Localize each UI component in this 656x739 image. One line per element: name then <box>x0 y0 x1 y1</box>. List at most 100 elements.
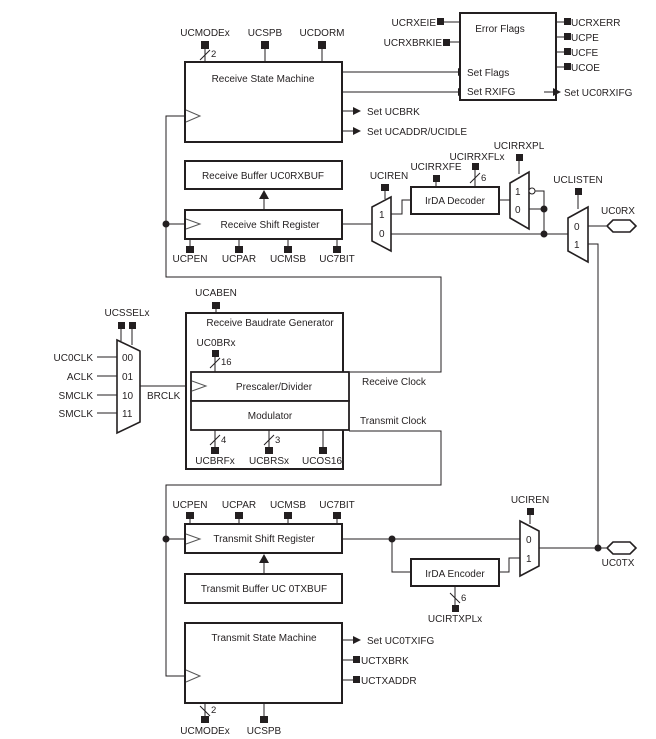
tsm-outputs: Set UC0TXIFG UCTXBRK UCTXADDR <box>342 636 434 687</box>
svg-text:UC7BIT: UC7BIT <box>319 500 355 511</box>
svg-text:16: 16 <box>221 357 232 368</box>
svg-text:1: 1 <box>515 187 521 198</box>
svg-text:ACLK: ACLK <box>67 372 93 383</box>
svg-text:Set UCADDR/UCIDLE: Set UCADDR/UCIDLE <box>367 127 467 138</box>
svg-text:UCIRRXFLx: UCIRRXFLx <box>449 152 504 163</box>
svg-text:UCRXERR: UCRXERR <box>571 18 620 29</box>
svg-text:UCPEN: UCPEN <box>172 254 207 265</box>
uc0tx-pin[interactable]: UC0TX <box>602 541 638 569</box>
svg-text:6: 6 <box>461 593 466 604</box>
error-flags-title: Error Flags <box>475 24 524 35</box>
error-flags: Error Flags Set Flags Set RXIFG <box>459 12 557 101</box>
uc0rx-pin[interactable]: UC0RX <box>601 206 638 233</box>
svg-text:6: 6 <box>481 173 486 184</box>
transmit-clock-line <box>162 430 442 677</box>
svg-text:UCSSELx: UCSSELx <box>104 308 149 319</box>
svg-text:Prescaler/Divider: Prescaler/Divider <box>236 382 313 393</box>
svg-text:UCABEN: UCABEN <box>195 288 237 299</box>
svg-text:UCBRFx: UCBRFx <box>195 456 234 467</box>
svg-text:UCIRTXPLx: UCIRTXPLx <box>428 614 482 625</box>
listen-mux: UCLISTEN 0 1 <box>553 175 603 264</box>
svg-text:UC0RX: UC0RX <box>601 206 635 217</box>
clock-sources: UC0CLK ACLK SMCLK SMCLK <box>54 353 117 420</box>
svg-text:UCIREN: UCIREN <box>511 495 549 506</box>
irda-decoder-controls: UCIRRXFE UCIRRXFLx 6 <box>410 152 505 187</box>
tx-irda-mux: UCIREN 0 1 <box>511 495 549 578</box>
receive-state-machine-title: Receive State Machine <box>212 74 315 85</box>
rsm-input-ucdorm: UCDORM <box>300 28 345 62</box>
svg-text:0: 0 <box>515 205 521 216</box>
svg-text:UCLISTEN: UCLISTEN <box>553 175 602 186</box>
error-flags-input-ucrxbrkie: UCRXBRKIE <box>384 38 460 49</box>
svg-text:UCOE: UCOE <box>571 63 600 74</box>
svg-text:UC7BIT: UC7BIT <box>319 254 355 265</box>
svg-text:1: 1 <box>379 210 385 221</box>
svg-text:UCTXADDR: UCTXADDR <box>361 676 417 687</box>
svg-text:UCMODEx: UCMODEx <box>180 726 229 737</box>
irda-encoder: IrDA Encoder <box>410 558 500 587</box>
modulator: Modulator <box>190 400 350 431</box>
svg-text:UCMODEx: UCMODEx <box>180 28 229 39</box>
svg-text:UCFE: UCFE <box>571 48 599 59</box>
svg-text:UCPE: UCPE <box>571 33 599 44</box>
svg-text:UCPEN: UCPEN <box>172 500 207 511</box>
svg-text:Receive Baudrate Generator: Receive Baudrate Generator <box>206 318 334 329</box>
svg-text:2: 2 <box>211 49 216 60</box>
transmit-clock-label: Transmit Clock <box>360 416 427 427</box>
svg-text:Receive Buffer UC0RXBUF: Receive Buffer UC0RXBUF <box>202 171 324 182</box>
svg-text:Receive Shift Register: Receive Shift Register <box>221 220 321 231</box>
svg-text:UCBRSx: UCBRSx <box>249 456 289 467</box>
transmit-state-machine: Transmit State Machine <box>184 622 343 704</box>
rsm-input-ucmodex: UCMODEx 2 <box>180 28 230 62</box>
svg-text:UCIRRXPL: UCIRRXPL <box>494 141 545 152</box>
svg-text:UC0TX: UC0TX <box>602 558 635 569</box>
svg-text:Set UC0RXIFG: Set UC0RXIFG <box>564 88 633 99</box>
svg-text:00: 00 <box>122 353 134 364</box>
clock-select-mux: UCSSELx 00 01 10 11 <box>104 308 150 435</box>
error-flags-set-uc0rxifg: Set UC0RXIFG <box>544 88 633 99</box>
svg-text:IrDA Encoder: IrDA Encoder <box>425 569 485 580</box>
rsr-controls: UCPEN UCPAR UCMSB UC7BIT <box>172 239 355 265</box>
error-flags-input-ucrxeie: UCRXEIE <box>392 18 460 29</box>
svg-text:1: 1 <box>574 240 580 251</box>
irda-encoder-control: 6 UCIRTXPLx <box>428 586 482 625</box>
svg-text:11: 11 <box>122 409 133 420</box>
svg-text:UCPAR: UCPAR <box>222 500 256 511</box>
tsm-inputs: 2 UCMODEx UCSPB <box>180 703 282 737</box>
svg-text:UCRXEIE: UCRXEIE <box>392 18 437 29</box>
irda-decoder: IrDA Decoder <box>410 186 500 215</box>
rx-polarity-mux: UCIRRXPL 1 0 <box>494 141 545 231</box>
svg-text:1: 1 <box>526 554 532 565</box>
receive-state-machine: Receive State Machine <box>184 61 343 143</box>
brclk-label: BRCLK <box>147 391 181 402</box>
svg-text:SMCLK: SMCLK <box>59 409 94 420</box>
receive-clock-line <box>162 115 442 373</box>
svg-text:Transmit Buffer UC 0TXBUF: Transmit Buffer UC 0TXBUF <box>201 584 327 595</box>
baudrate-enable: UCABEN <box>195 288 237 313</box>
svg-text:3: 3 <box>275 435 280 446</box>
transmit-shift-register: Transmit Shift Register <box>184 523 343 554</box>
svg-text:UCMSB: UCMSB <box>270 254 306 265</box>
svg-text:Transmit Shift Register: Transmit Shift Register <box>213 534 315 545</box>
receive-clock-label: Receive Clock <box>362 377 427 388</box>
svg-text:Set RXIFG: Set RXIFG <box>467 87 516 98</box>
svg-text:UCSPB: UCSPB <box>248 28 283 39</box>
svg-text:UCMSB: UCMSB <box>270 500 306 511</box>
svg-text:4: 4 <box>221 435 226 446</box>
svg-text:UCDORM: UCDORM <box>300 28 345 39</box>
svg-text:UC0CLK: UC0CLK <box>54 353 94 364</box>
rsm-output-set-ucbrk: Set UCBRK <box>342 107 420 118</box>
svg-text:SMCLK: SMCLK <box>59 391 94 402</box>
svg-text:Set UCBRK: Set UCBRK <box>367 107 420 118</box>
svg-text:Set Flags: Set Flags <box>467 68 509 79</box>
svg-text:10: 10 <box>122 391 134 402</box>
tsr-controls: UCPEN UCPAR UCMSB UC7BIT <box>172 500 355 524</box>
svg-text:Modulator: Modulator <box>248 411 293 422</box>
rsm-output-set-ucaddr: Set UCADDR/UCIDLE <box>342 127 467 138</box>
receive-shift-register: Receive Shift Register <box>184 209 343 240</box>
svg-text:Transmit State Machine: Transmit State Machine <box>211 633 317 644</box>
error-flags-outputs: UCRXERR UCPE UCFE UCOE <box>556 18 620 74</box>
svg-text:0: 0 <box>379 229 385 240</box>
baudrate-controls: 4 UCBRFx 3 UCBRSx UCOS16 <box>195 430 342 467</box>
